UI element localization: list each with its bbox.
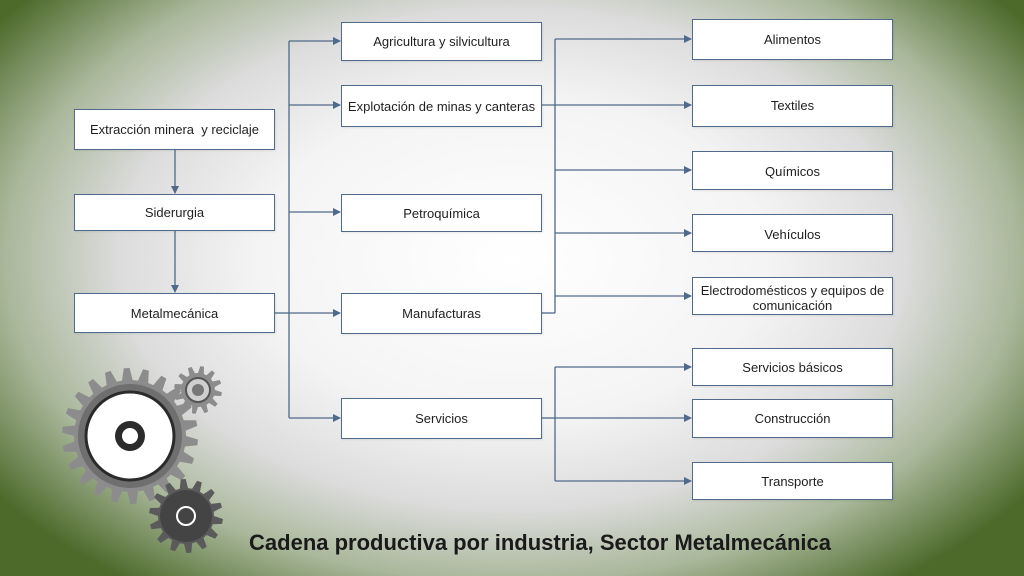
gears-illustration [62, 366, 223, 553]
dark-gear-icon [149, 479, 223, 553]
node-quimicos-label: Químicos [765, 164, 820, 179]
node-servicios-basicos-label: Servicios básicos [742, 359, 843, 375]
node-alimentos-label: Alimentos [763, 32, 822, 47]
node-siderurgia: Siderurgia [74, 194, 275, 231]
node-servicios-label: Servicios [415, 411, 468, 426]
node-siderurgia-label: Siderurgia [144, 205, 205, 220]
node-transporte: Transporte [692, 462, 893, 500]
large-gear-icon [62, 368, 198, 504]
node-metalmecanica: Metalmecánica [74, 293, 275, 333]
node-metalmecanica-label: Metalmecánica [130, 305, 219, 321]
node-vehiculos-label: Vehículos [764, 227, 821, 242]
node-transporte-label: Transporte [761, 473, 824, 489]
node-minas-label: Explotación de minas y canteras [347, 98, 536, 114]
node-construccion: Construcción [692, 399, 893, 438]
node-agricultura-label: Agricultura y silvicultura [373, 34, 510, 49]
node-servicios-basicos: Servicios básicos [692, 348, 893, 386]
node-manufacturas: Manufacturas [341, 293, 542, 334]
node-textiles-label: Textiles [770, 98, 815, 113]
node-manufacturas-label: Manufacturas [402, 306, 481, 321]
node-extraccion-label: Extracción minera y reciclaje [89, 122, 260, 137]
caption: Cadena productiva por industria, Sector … [249, 530, 831, 555]
node-agricultura: Agricultura y silvicultura [341, 22, 542, 61]
node-electrodomesticos: Electrodomésticos y equipos de comunicac… [692, 277, 893, 315]
node-construccion-label: Construcción [754, 411, 831, 426]
node-servicios: Servicios [341, 398, 542, 439]
node-vehiculos: Vehículos [692, 214, 893, 252]
node-textiles: Textiles [692, 85, 893, 127]
node-electrodomesticos-label: Electrodomésticos y equipos de comunicac… [700, 283, 885, 313]
node-petroquimica: Petroquímica [341, 194, 542, 232]
node-quimicos: Químicos [692, 151, 893, 190]
node-alimentos: Alimentos [692, 19, 893, 60]
node-petroquimica-label: Petroquímica [403, 205, 480, 221]
node-extraccion: Extracción minera y reciclaje [74, 109, 275, 150]
node-minas: Explotación de minas y canteras [341, 85, 542, 127]
small-gear-icon [174, 366, 222, 414]
